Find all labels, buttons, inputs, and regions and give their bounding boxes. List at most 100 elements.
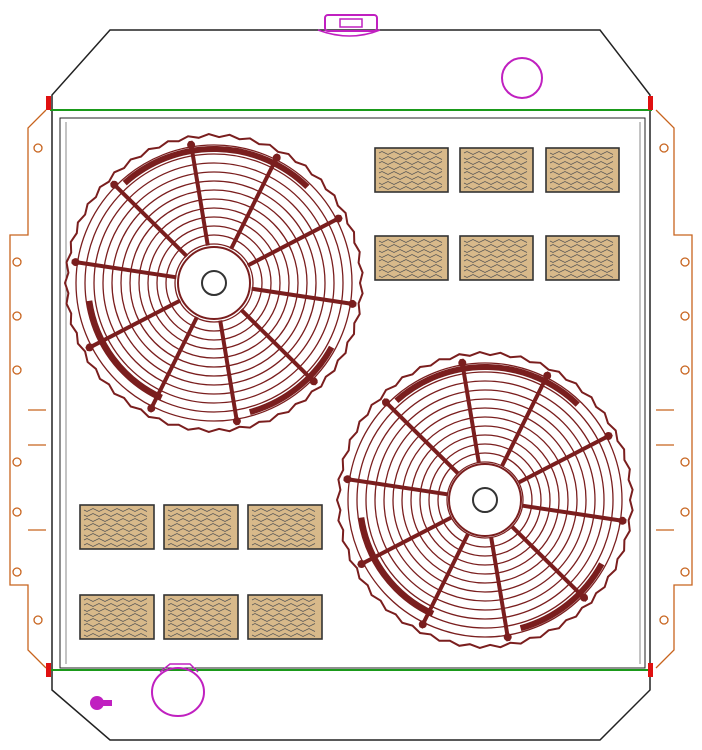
- vent-grill-icon: [459, 235, 534, 281]
- mount-tab: [232, 417, 241, 426]
- grill-mesh: [378, 239, 443, 278]
- mount-tab: [503, 633, 512, 642]
- grill-mesh: [167, 508, 232, 547]
- guard-ring: [84, 153, 344, 413]
- vent-grill-icon: [545, 235, 620, 281]
- mount-tab: [604, 432, 613, 440]
- fan-upper-left: [63, 133, 364, 433]
- vent-grill-icon: [247, 504, 323, 550]
- filler-cap-tab: [339, 18, 363, 28]
- petcock-stem: [103, 700, 112, 706]
- mount-tab: [85, 343, 94, 352]
- mount-tab: [580, 593, 588, 602]
- mount-hole: [680, 311, 690, 321]
- mount-hole: [659, 615, 669, 625]
- guard-arc: [248, 345, 335, 415]
- grill-frame: [374, 235, 449, 281]
- guard-ring: [174, 243, 254, 323]
- guard-ring: [111, 180, 317, 386]
- radiator-icon: [46, 29, 653, 741]
- grill-mesh: [251, 508, 316, 547]
- guard-spoke: [251, 286, 357, 307]
- fan-motor-center: [201, 270, 227, 296]
- grills-lower-left: [79, 504, 323, 640]
- right-tank-profile: [655, 109, 693, 669]
- radiator-core: [59, 117, 646, 669]
- guard-spoke: [489, 537, 511, 642]
- guard-ring: [437, 452, 533, 548]
- mount-hole: [680, 567, 690, 577]
- mount-hole: [659, 143, 669, 153]
- outlet-port-neck: [159, 663, 199, 673]
- guard-ring: [120, 189, 308, 377]
- radiator-outline: [51, 29, 651, 741]
- guard-ring: [365, 380, 605, 620]
- grill-frame: [79, 504, 155, 550]
- guard-spoke: [246, 214, 343, 268]
- grill-mesh: [549, 239, 614, 278]
- guard-ring: [147, 216, 281, 350]
- mount-hole: [12, 311, 22, 321]
- guard-spoke: [218, 320, 240, 426]
- guard-ring: [102, 171, 326, 395]
- mount-tab: [418, 620, 427, 629]
- guard-spoke: [381, 398, 460, 475]
- grill-frame: [247, 504, 323, 550]
- mount-tab: [334, 214, 343, 223]
- mount-tab: [618, 516, 627, 525]
- guard-arc: [394, 363, 580, 407]
- guard-ring: [374, 389, 596, 611]
- vent-grill-icon: [545, 147, 620, 193]
- vent-grill-icon: [247, 594, 323, 640]
- grill-frame: [247, 594, 323, 640]
- grill-frame: [545, 235, 620, 281]
- guard-spoke: [459, 358, 481, 463]
- left-side-tank: [9, 109, 47, 669]
- guard-arc: [86, 300, 163, 401]
- bottom-drain-petcock: [90, 696, 112, 710]
- fan-lower-right: [335, 351, 634, 649]
- mount-tab: [343, 475, 352, 484]
- grill-frame: [163, 504, 239, 550]
- grill-mesh: [549, 151, 614, 190]
- mount-tab: [458, 358, 467, 367]
- bottom-outlet-port: [151, 663, 205, 717]
- upper-right-corner-mark: [648, 96, 653, 110]
- guard-ring: [356, 371, 614, 629]
- grill-mesh: [378, 151, 443, 190]
- fan-shroud: [63, 133, 364, 433]
- grill-frame: [163, 594, 239, 640]
- guard-spoke: [510, 525, 589, 602]
- vent-grill-icon: [163, 594, 239, 640]
- grill-frame: [374, 147, 449, 193]
- guard-spoke: [71, 259, 177, 280]
- petcock-knob: [90, 696, 104, 710]
- guard-ring: [419, 434, 551, 566]
- guard-ring: [392, 407, 578, 593]
- mount-tab: [110, 180, 119, 189]
- mount-hole: [12, 257, 22, 267]
- lower-right-corner-mark: [648, 663, 653, 677]
- guard-ring: [165, 234, 263, 332]
- filler-cap-body: [324, 14, 378, 32]
- mount-tab: [382, 398, 390, 407]
- mount-hole: [680, 457, 690, 467]
- mount-tab: [272, 153, 281, 162]
- guard-ring: [138, 207, 290, 359]
- mount-hole: [12, 365, 22, 375]
- guard-spoke: [229, 153, 281, 250]
- mount-hole: [33, 143, 43, 153]
- grill-mesh: [83, 598, 148, 637]
- mount-hole: [12, 507, 22, 517]
- fan-icon: [63, 133, 364, 433]
- mount-hole: [680, 507, 690, 517]
- guard-arc: [122, 146, 310, 190]
- mount-tab: [348, 299, 357, 308]
- guard-ring: [129, 198, 299, 368]
- lower-left-corner-mark: [46, 663, 51, 677]
- vent-grill-icon: [79, 594, 155, 640]
- guard-spoke: [522, 503, 627, 524]
- fan-shroud: [335, 351, 634, 649]
- vent-grill-icon: [163, 504, 239, 550]
